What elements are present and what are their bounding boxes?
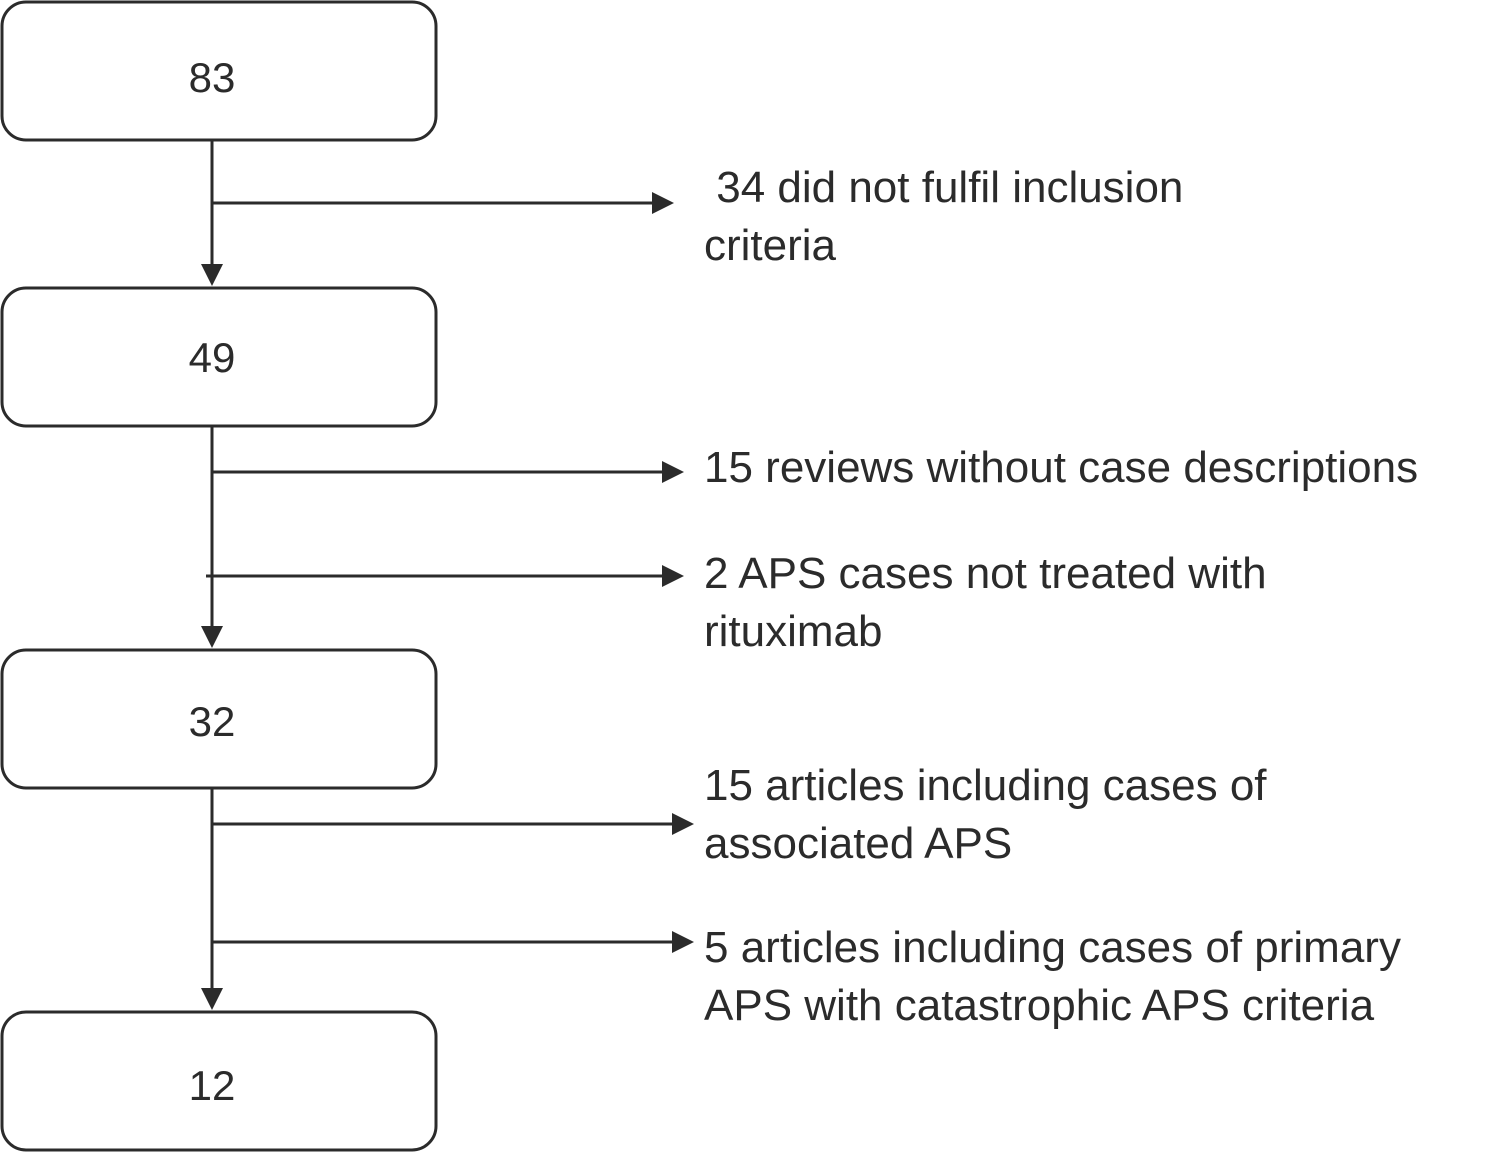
exclusion-line: 15 reviews without case descriptions xyxy=(704,443,1418,492)
node-label-1: 83 xyxy=(189,54,236,101)
node-label-2: 49 xyxy=(189,334,236,381)
exclusion-line: 2 APS cases not treated with xyxy=(704,549,1267,598)
exclusion-text-4: 15 articles including cases of associate… xyxy=(704,761,1279,868)
exclusion-line: associated APS xyxy=(704,819,1012,868)
exclusion-line: 34 did not fulfil inclusion xyxy=(704,163,1183,212)
arrowhead-right-3 xyxy=(662,565,684,587)
arrowhead-down-3 xyxy=(201,988,223,1010)
node-box-2: 49 xyxy=(0,286,438,428)
exclusion-line: 15 articles including cases of xyxy=(704,761,1267,810)
arrowhead-right-1 xyxy=(652,192,674,214)
exclusion-text-2: 15 reviews without case descriptions xyxy=(704,443,1418,492)
exclusion-line: APS with catastrophic APS criteria xyxy=(704,981,1375,1030)
arrowhead-right-2 xyxy=(662,461,684,483)
arrowhead-down-1 xyxy=(201,264,223,286)
exclusion-text-3: 2 APS cases not treated with rituximab xyxy=(704,549,1279,656)
exclusion-line: rituximab xyxy=(704,607,883,656)
exclusion-text-1: 34 did not fulfil inclusion criteria xyxy=(704,163,1245,270)
arrowhead-down-2 xyxy=(201,626,223,648)
exclusion-line: 5 articles including cases of primary xyxy=(704,923,1401,972)
exclusion-text-5: 5 articles including cases of primary AP… xyxy=(704,923,1413,1030)
node-box-3: 32 xyxy=(0,648,438,790)
exclusion-line: criteria xyxy=(704,221,837,270)
node-box-4: 12 xyxy=(0,1010,438,1152)
arrowhead-right-5 xyxy=(672,931,694,953)
node-label-3: 32 xyxy=(189,698,236,745)
node-box-1: 83 xyxy=(0,0,438,142)
node-label-4: 12 xyxy=(189,1062,236,1109)
arrowhead-right-4 xyxy=(672,813,694,835)
